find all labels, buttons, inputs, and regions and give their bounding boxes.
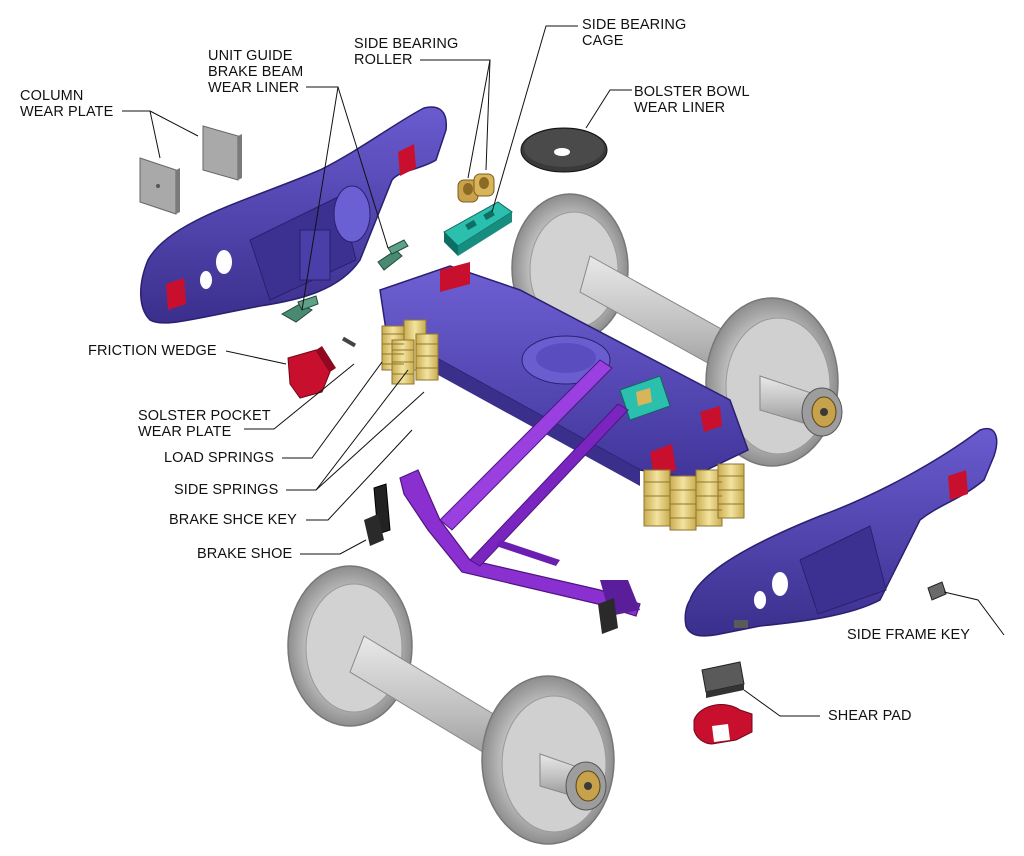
label-bolster-pocket-plate: SOLSTER POCKET WEAR PLATE xyxy=(138,408,271,440)
leader-unit-guide-liner-2 xyxy=(337,86,389,249)
shear-pad xyxy=(693,661,753,745)
front-wheelset xyxy=(287,565,615,845)
leader-load-springs xyxy=(282,361,383,459)
label-shear-pad: SHEAR PAD xyxy=(828,708,912,724)
friction-wedge xyxy=(287,346,336,399)
label-side-frame-key: SIDE FRAME KEY xyxy=(847,627,970,643)
label-brake-shoe: BRAKE SHOE xyxy=(197,546,292,562)
leader-bolster-pocket xyxy=(244,363,355,430)
leader-shear-pad xyxy=(743,689,820,717)
label-column-wear-plate: COLUMN WEAR PLATE xyxy=(20,88,113,120)
leader-column-wear-plate-2 xyxy=(149,110,199,137)
label-line: SHEAR PAD xyxy=(828,708,912,724)
bolster-bowl-wear-liner xyxy=(520,127,608,173)
leader-friction-wedge xyxy=(225,350,287,365)
right-side-frame xyxy=(684,427,998,637)
leader-side-bearing-cage xyxy=(491,25,578,213)
label-line: BRAKE BEAM xyxy=(208,64,304,80)
side-bearing-roller xyxy=(457,173,495,203)
label-line: BOLSTER BOWL xyxy=(634,84,750,100)
label-bolster-bowl-liner: BOLSTER BOWL WEAR LINER xyxy=(634,84,750,116)
label-line: SIDE SPRINGS xyxy=(174,482,279,498)
label-line: WEAR LINER xyxy=(634,100,726,116)
label-friction-wedge: FRICTION WEDGE xyxy=(88,343,217,359)
label-load-springs: LOAD SPRINGS xyxy=(164,450,274,466)
leader-brake-shoe xyxy=(300,539,367,555)
label-line: UNIT GUIDE xyxy=(208,48,293,64)
label-line: BRAKE SHOE xyxy=(197,546,293,562)
springs-left xyxy=(381,319,439,385)
label-line: WEAR PLATE xyxy=(138,424,232,440)
label-unit-guide-liner: UNIT GUIDE BRAKE BEAM WEAR LINER xyxy=(208,48,303,96)
label-line: CAGE xyxy=(582,33,624,49)
label-line: SIDE FRAME KEY xyxy=(847,627,971,643)
label-line: LOAD SPRINGS xyxy=(164,450,274,466)
side-bearing-cage xyxy=(443,201,513,256)
bolster-pocket-wear-plate xyxy=(341,336,357,348)
leader-side-frame-key xyxy=(943,591,1005,636)
springs-right xyxy=(643,463,745,531)
label-line: FRICTION WEDGE xyxy=(88,343,217,359)
leader-column-wear-plate xyxy=(122,110,161,159)
brake-shoe xyxy=(364,514,618,634)
label-line: SIDE BEARING xyxy=(354,36,459,52)
label-line: SOLSTER POCKET xyxy=(138,408,271,424)
label-line: WEAR LINER xyxy=(208,80,300,96)
label-side-springs: SIDE SPRINGS xyxy=(174,482,278,498)
unit-guide-wear-liner xyxy=(280,239,409,323)
label-line: SIDE BEARING xyxy=(582,17,687,33)
label-line: BRAKE SHCE KEY xyxy=(169,512,297,528)
leader-bolster-bowl xyxy=(585,89,632,129)
leader-brake-shoe-key xyxy=(306,429,413,521)
brake-beam xyxy=(399,359,641,617)
label-line: COLUMN xyxy=(20,88,84,104)
label-side-bearing-cage: SIDE BEARING CAGE xyxy=(582,17,686,49)
leader-side-bearing-roller-2 xyxy=(485,59,491,171)
side-frame-key xyxy=(927,581,947,601)
label-line: WEAR PLATE xyxy=(20,104,114,120)
column-wear-plate xyxy=(139,125,242,215)
leader-side-springs-2 xyxy=(315,391,425,491)
label-side-bearing-roller: SIDE BEARING ROLLER xyxy=(354,36,458,68)
leader-lines xyxy=(122,25,1005,717)
label-brake-shoe-key: BRAKE SHCE KEY xyxy=(169,512,297,528)
label-line: ROLLER xyxy=(354,52,413,68)
left-side-frame xyxy=(140,106,448,324)
